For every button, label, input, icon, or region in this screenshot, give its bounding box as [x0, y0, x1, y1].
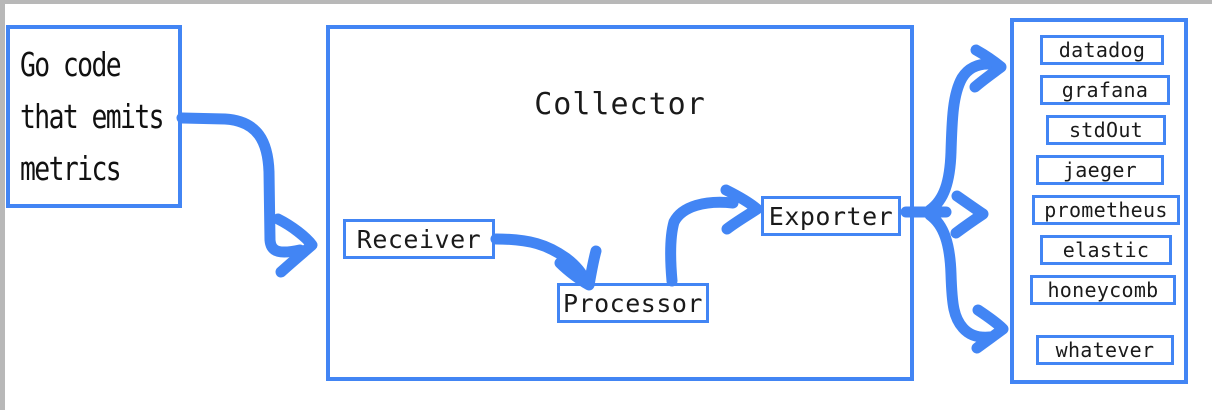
backend-label: stdOut	[1068, 118, 1144, 142]
backend-item-jaeger: jaeger	[1036, 155, 1164, 185]
backend-label: prometheus	[1044, 198, 1168, 222]
backends-box: datadog grafana stdOut jaeger prometheus…	[1010, 18, 1188, 384]
source-line-1: Go code	[20, 44, 122, 84]
arrow-exporter-fanout	[900, 44, 1009, 354]
receiver-box: Receiver	[343, 219, 495, 259]
arrow-source-to-receiver	[176, 112, 318, 278]
exporter-box: Exporter	[761, 196, 901, 236]
backend-item-whatever: whatever	[1036, 335, 1174, 365]
source-line-2: that emits	[20, 96, 165, 136]
processor-box: Processor	[557, 283, 709, 323]
backend-item-datadog: datadog	[1040, 35, 1164, 65]
receiver-label: Receiver	[356, 224, 482, 254]
backend-label: jaeger	[1062, 158, 1138, 182]
go-code-source-box: Go code that emits metrics	[6, 25, 182, 208]
backend-item-honeycomb: honeycomb	[1030, 275, 1176, 305]
backend-item-stdout: stdOut	[1046, 115, 1166, 145]
processor-label: Processor	[563, 288, 703, 318]
backend-item-grafana: grafana	[1040, 75, 1170, 105]
frame-left-edge	[0, 0, 5, 410]
backend-label: honeycomb	[1047, 278, 1159, 302]
backend-label: elastic	[1062, 238, 1150, 262]
exporter-label: Exporter	[768, 201, 894, 231]
backend-item-elastic: elastic	[1040, 235, 1172, 265]
backend-label: grafana	[1061, 78, 1149, 102]
source-line-3: metrics	[20, 148, 122, 188]
backend-label: whatever	[1055, 338, 1155, 362]
backend-label: datadog	[1058, 38, 1146, 62]
frame-top-edge	[0, 0, 1212, 4]
collector-title: Collector	[534, 87, 706, 122]
backend-item-prometheus: prometheus	[1032, 195, 1180, 225]
